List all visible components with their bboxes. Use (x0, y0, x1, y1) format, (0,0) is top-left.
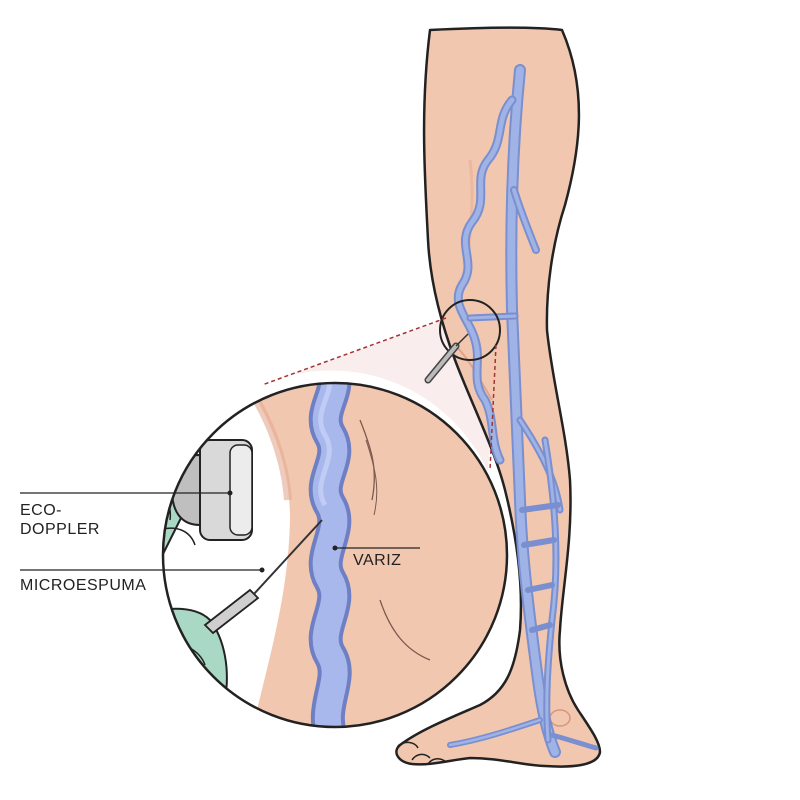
eco-doppler-label-line2: DOPPLER (20, 521, 100, 538)
zoom-cone (262, 318, 497, 472)
microespuma-label: MICROESPUMA (20, 577, 147, 594)
variz-label: VARIZ (353, 552, 402, 569)
microespuma-syringe (203, 519, 323, 635)
leg-veins (447, 64, 599, 758)
detail-circle (161, 381, 509, 729)
eco-doppler-label: ECO- DOPPLER (20, 501, 100, 539)
eco-doppler-label-line1: ECO- (20, 502, 62, 519)
small-needle-icon (424, 333, 469, 384)
zoom-leader-top (261, 317, 447, 386)
leg-outline (395, 26, 602, 768)
magnifier-circle-small (439, 299, 501, 361)
